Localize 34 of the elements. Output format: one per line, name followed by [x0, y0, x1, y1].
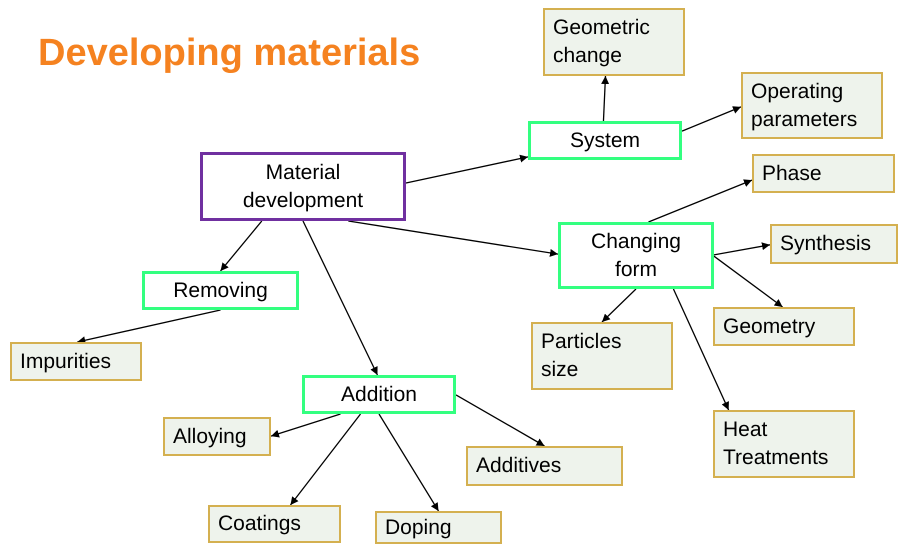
arrow [672, 288, 730, 410]
arrow [602, 288, 636, 322]
title: Developing materials [38, 32, 420, 75]
arrow [290, 414, 362, 506]
arrow [378, 414, 440, 512]
category-box: System [528, 121, 682, 160]
arrow [648, 179, 752, 223]
category-box: Removing [142, 271, 299, 310]
arrow [220, 220, 262, 272]
arrow [601, 76, 610, 122]
central-concept-box: Material development [200, 152, 406, 221]
arrow [270, 413, 341, 438]
arrow [348, 220, 558, 257]
topic-box: Coatings [208, 505, 341, 543]
topic-box: Heat Treatments [713, 410, 855, 478]
topic-box: Geometry [713, 307, 855, 346]
topic-box: Geometric change [543, 8, 685, 76]
topic-box: Phase [752, 154, 895, 193]
arrow [714, 256, 783, 308]
arrow [456, 394, 545, 447]
topic-box: Additives [466, 446, 623, 486]
category-box: Addition [302, 375, 456, 414]
topic-box: Impurities [10, 342, 142, 381]
arrow [682, 106, 742, 132]
topic-box: Synthesis [770, 224, 898, 264]
arrow [77, 309, 221, 344]
arrow [302, 220, 378, 376]
topic-box: Particles size [531, 322, 673, 390]
arrow [406, 154, 528, 184]
arrow [714, 242, 770, 256]
topic-box: Doping [375, 511, 502, 544]
topic-box: Operating parameters [741, 72, 883, 139]
category-box: Changing form [558, 222, 714, 289]
topic-box: Alloying [163, 417, 271, 456]
